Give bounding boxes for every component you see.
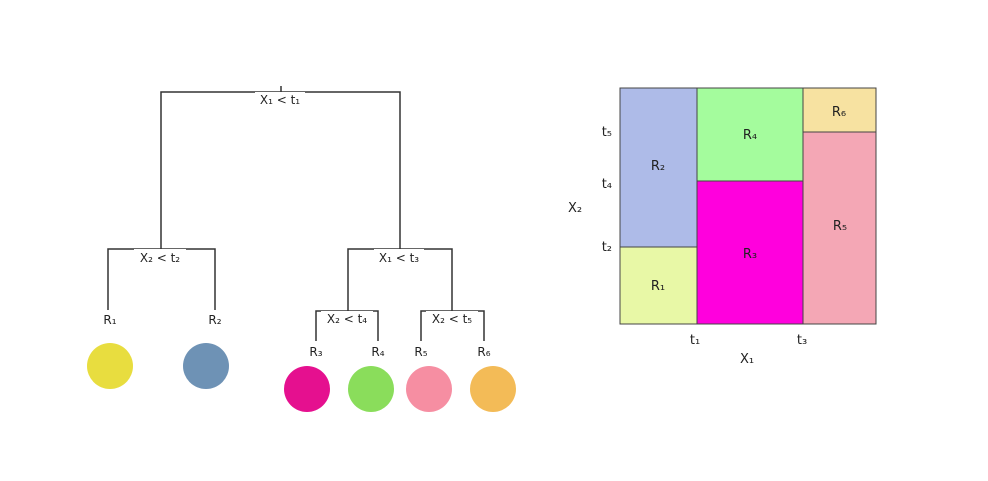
tree-right-split-label: X₁ < t₃ — [379, 251, 419, 265]
region-r4 — [697, 88, 803, 181]
tree-leaf-label-r2: R₂ — [208, 313, 221, 327]
tree-leaf-circle-r4 — [348, 366, 394, 412]
region-r3 — [697, 181, 803, 324]
tree-left-split-label: X₂ < t₂ — [140, 251, 180, 265]
tree-right-right-split-label: X₂ < t₅ — [432, 312, 472, 326]
tree-leaf-circle-r1 — [87, 343, 133, 389]
tree-leaf-label-r1: R₁ — [103, 313, 116, 327]
region-r5 — [803, 132, 876, 324]
tree-leaf-circle-r3 — [284, 366, 330, 412]
region-label-r4: R₄ — [743, 128, 757, 143]
plot-frame — [619, 87, 877, 325]
x-tick-t3: t₃ — [797, 333, 807, 348]
tree-leaf-label-r6: R₆ — [477, 345, 490, 359]
tree-leaf-circle-r6 — [470, 366, 516, 412]
region-label-r6: R₆ — [832, 105, 846, 120]
y-tick-t4: t₄ — [602, 177, 612, 192]
tree-leaf-circle-r2 — [183, 343, 229, 389]
tree-root-branch — [160, 91, 401, 249]
tree-root-label: X₁ < t₁ — [260, 93, 300, 107]
tree-leaf-label-r3: R₃ — [309, 345, 322, 359]
region-label-r5: R₅ — [833, 219, 847, 234]
tree-leaf-label-r5: R₅ — [414, 345, 427, 359]
region-r1 — [620, 247, 697, 324]
y-tick-t5: t₅ — [602, 125, 612, 140]
region-label-r3: R₃ — [743, 247, 757, 262]
region-r6 — [803, 88, 876, 132]
tree-right-left-split-label: X₂ < t₄ — [327, 312, 367, 326]
decision-tree — [107, 86, 485, 341]
tree-leaf-label-r4: R₄ — [371, 345, 384, 359]
x-axis-label: X₁ — [740, 352, 754, 367]
region-label-r1: R₁ — [651, 279, 665, 294]
partition-plot: R₂ R₁ R₄ R₃ R₆ R₅ t₅ t₄ t₂ t₁ t₃ X₂ X₁ — [568, 87, 877, 367]
tree-leaf-circle-r5 — [406, 366, 452, 412]
x-tick-t1: t₁ — [690, 333, 700, 348]
y-tick-t2: t₂ — [602, 240, 612, 255]
region-r2 — [620, 88, 697, 247]
y-axis-label: X₂ — [568, 201, 582, 216]
region-label-r2: R₂ — [651, 159, 665, 174]
